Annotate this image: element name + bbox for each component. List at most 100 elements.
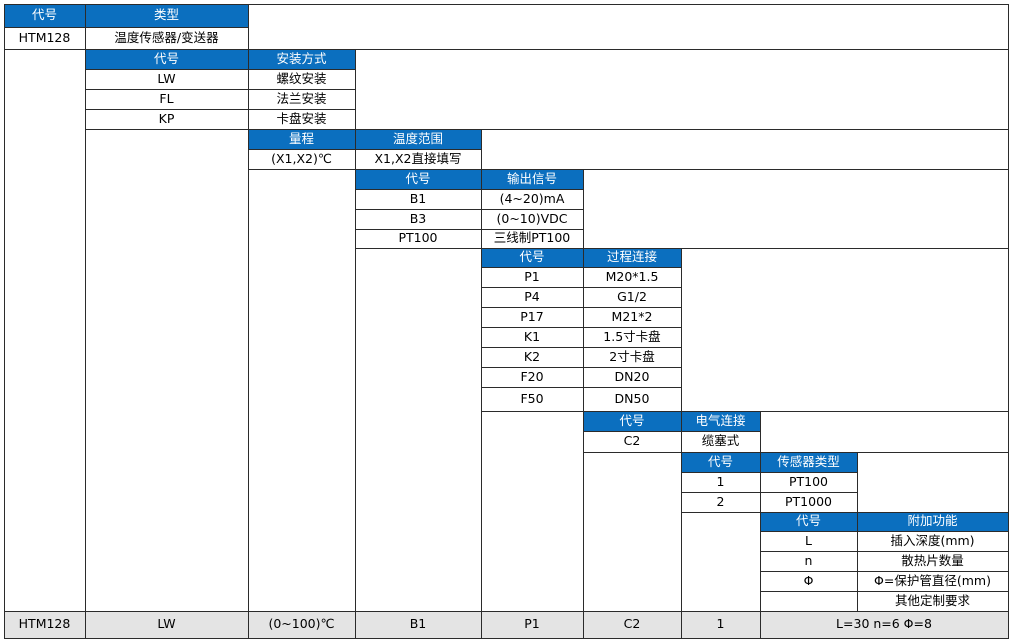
header-code: 代号 (4, 4, 85, 27)
output-code-header: 代号 (355, 169, 481, 189)
grid-line (4, 4, 1009, 5)
process-code: F50 (520, 390, 544, 406)
process-code-header: 代号 (481, 248, 583, 267)
example-cell: LW (85, 611, 248, 638)
sensor-desc: PT100 (788, 473, 829, 489)
grid-line (481, 327, 681, 328)
process-desc: M20*1.5 (605, 268, 659, 284)
grid-line (4, 611, 1009, 612)
grid-line (85, 89, 355, 90)
range-header: 量程 (248, 129, 355, 149)
extra-desc: 插入深度(mm) (890, 532, 975, 548)
grid-line (481, 267, 681, 268)
model-name: 温度传感器/变送器 (114, 29, 219, 45)
grid-line (681, 512, 1009, 513)
electrical-desc: 缆塞式 (701, 433, 740, 449)
range-value: (X1,X2)℃ (271, 150, 332, 166)
process-desc: 1.5寸卡盘 (603, 328, 661, 344)
grid-line (4, 4, 5, 639)
grid-line (760, 531, 1009, 532)
process-desc: G1/2 (617, 288, 647, 304)
grid-line (681, 472, 857, 473)
grid-line (760, 571, 1009, 572)
grid-line (85, 4, 86, 639)
grid-line (248, 169, 1009, 170)
range-desc: X1,X2直接填写 (374, 150, 462, 166)
process-code: P1 (524, 268, 540, 284)
example-cell: P1 (481, 611, 583, 638)
extra-code (760, 591, 857, 611)
output-code: B1 (409, 190, 427, 206)
grid-line (1008, 4, 1009, 639)
electrical-code: C2 (623, 433, 641, 449)
extra-header: 附加功能 (857, 512, 1008, 531)
grid-line (760, 411, 761, 639)
grid-line (760, 591, 1009, 592)
extra-code: L (805, 532, 812, 548)
mount-code-header: 代号 (85, 49, 248, 69)
grid-line (355, 248, 1009, 249)
process-code: K1 (523, 328, 541, 344)
output-desc: 三线制PT100 (493, 230, 571, 246)
sensor-header: 传感器类型 (760, 452, 857, 472)
process-code: P4 (524, 288, 540, 304)
grid-line (355, 189, 583, 190)
grid-line (481, 129, 482, 639)
grid-line (583, 452, 1009, 453)
grid-line (4, 49, 1009, 50)
grid-line (4, 27, 248, 28)
output-code: B3 (409, 210, 427, 226)
grid-line (481, 347, 681, 348)
example-cell: HTM128 (4, 611, 85, 638)
grid-line (355, 49, 356, 129)
grid-line (857, 452, 858, 611)
grid-line (681, 492, 857, 493)
sensor-code: 2 (716, 493, 725, 509)
process-code: P17 (520, 308, 544, 324)
process-desc: DN20 (614, 368, 650, 384)
temp-range-header: 温度范围 (355, 129, 481, 149)
output-desc: (4~20)mA (499, 190, 565, 206)
grid-line (481, 411, 1009, 412)
grid-line (481, 287, 681, 288)
extra-code: Φ (803, 572, 814, 588)
extra-desc: 散热片数量 (901, 552, 964, 568)
process-desc: DN50 (614, 390, 650, 406)
sensor-code-header: 代号 (681, 452, 760, 472)
electrical-header: 电气连接 (681, 411, 760, 431)
mount-desc: 卡盘安装 (276, 110, 327, 126)
grid-line (481, 387, 681, 388)
sensor-desc: PT1000 (785, 493, 832, 509)
example-cell: (0~100)℃ (248, 611, 355, 638)
sensor-code: 1 (716, 473, 725, 489)
mount-desc: 法兰安装 (276, 90, 327, 106)
grid-line (355, 229, 583, 230)
mount-code: LW (157, 70, 176, 86)
output-header: 输出信号 (481, 169, 583, 189)
grid-line (85, 129, 1009, 130)
grid-line (355, 129, 356, 639)
extra-code: n (804, 552, 813, 568)
grid-line (248, 4, 249, 49)
header-type: 类型 (85, 4, 248, 27)
grid-line (248, 149, 481, 150)
extra-desc: 其他定制要求 (894, 592, 970, 608)
mount-desc: 螺纹安装 (276, 70, 327, 86)
grid-line (583, 169, 584, 639)
grid-line (4, 638, 1009, 639)
output-desc: (0~10)VDC (496, 210, 568, 226)
mount-header: 安装方式 (248, 49, 355, 69)
example-cell: C2 (583, 611, 681, 638)
grid-line (760, 551, 1009, 552)
grid-line (481, 307, 681, 308)
example-cell: 1 (681, 611, 760, 638)
grid-line (85, 69, 355, 70)
process-code: K2 (523, 348, 541, 364)
grid-line (681, 248, 682, 639)
grid-line (85, 109, 355, 110)
grid-line (248, 49, 249, 639)
example-cell: L=30 n=6 Φ=8 (760, 611, 1008, 638)
output-code: PT100 (398, 230, 438, 246)
extra-code-header: 代号 (760, 512, 857, 531)
